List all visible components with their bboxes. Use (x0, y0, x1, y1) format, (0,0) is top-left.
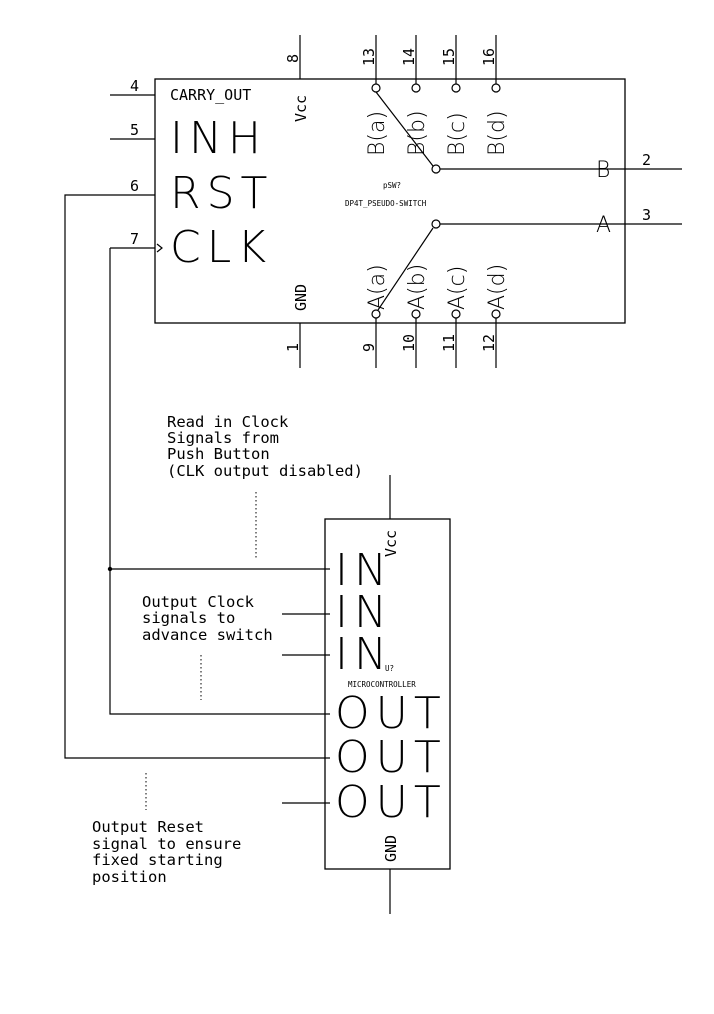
b-c-label: B(c) (445, 112, 470, 156)
b-d-label: B(d) (485, 110, 510, 156)
mcu-in2-label: IN (335, 587, 393, 638)
contact-b-d (491, 83, 501, 93)
rst-net-wire (64, 194, 330, 759)
pin-16-number: 16 (480, 48, 498, 66)
clk-net-wire (109, 248, 330, 715)
mcu-vcc-label: Vcc (382, 530, 400, 557)
switch-gnd-label: GND (292, 284, 310, 311)
pin-6-number: 6 (130, 177, 139, 195)
switch-value: DP4T_PSEUDO-SWITCH (345, 199, 427, 208)
clk-label: CLK (170, 222, 272, 273)
pin-10-number: 10 (400, 334, 418, 352)
a-wiper (377, 227, 434, 311)
b-wiper (375, 91, 434, 167)
a-d-label: A(d) (485, 264, 510, 310)
note-line: Push Button (167, 445, 270, 463)
pin-9-number: 9 (360, 343, 378, 352)
pin-13-number: 13 (360, 48, 378, 66)
mcu-out2-label: OUT (335, 732, 447, 783)
junction-dot (107, 566, 113, 572)
switch-ref: pSW? (383, 181, 401, 190)
note-read-clock: Read in Clock Signals from Push Button (… (167, 413, 363, 560)
pin-12-number: 12 (480, 334, 498, 352)
mcu-out3-label: OUT (335, 777, 447, 828)
pin-1-number: 1 (284, 343, 302, 352)
carry-out-label: CARRY_OUT (170, 86, 251, 104)
mcu-out1-label: OUT (335, 688, 447, 739)
contact-b-b (411, 83, 421, 93)
contact-a-c (451, 309, 461, 319)
contact-a-a (371, 309, 381, 319)
pin-8-number: 8 (284, 54, 302, 63)
contact-b-c (451, 83, 461, 93)
b-b-label: B(b) (405, 110, 430, 156)
clk-arrow-icon (156, 243, 163, 253)
pin-15-number: 15 (440, 48, 458, 66)
note-line: Read in Clock (167, 413, 289, 431)
pin-2-number: 2 (642, 151, 651, 169)
mcu-in3-label: IN (335, 629, 393, 680)
pin-14-number: 14 (400, 48, 418, 66)
note-output-clock: Output Clock signals to advance switch (142, 593, 273, 700)
note-line: Output Reset (92, 818, 204, 836)
b-common-label: B (596, 158, 610, 183)
pin-3-number: 3 (642, 206, 651, 224)
note-line: signals to (142, 609, 235, 627)
a-a-label: A(a) (365, 264, 390, 310)
mcu-gnd-label: GND (382, 835, 400, 862)
a-common-contact (431, 219, 441, 229)
contact-a-d (491, 309, 501, 319)
b-common-contact (431, 164, 441, 174)
a-common-label: A (596, 213, 611, 238)
switch-component: 4 5 6 7 CARRY_OUT INH RST CLK 8 Vcc 1 GN… (110, 35, 682, 368)
note-output-reset: Output Reset signal to ensure fixed star… (92, 773, 241, 886)
pin-4-number: 4 (130, 77, 139, 95)
a-b-label: A(b) (405, 264, 430, 310)
note-line: fixed starting (92, 851, 223, 869)
note-line: advance switch (142, 626, 273, 644)
pin-5-number: 5 (130, 121, 139, 139)
pin-11-number: 11 (440, 334, 458, 352)
contact-a-b (411, 309, 421, 319)
a-c-label: A(c) (445, 266, 470, 310)
switch-vcc-label: Vcc (292, 95, 310, 122)
note-line: Signals from (167, 429, 279, 447)
b-a-label: B(a) (365, 111, 390, 156)
microcontroller-component: Vcc GND IN IN IN U? MICROCONTROLLER OUT … (282, 475, 451, 914)
switch-body (154, 78, 626, 324)
contact-b-a (371, 83, 381, 93)
microcontroller-body (324, 518, 451, 870)
wires (64, 194, 330, 759)
rst-label: RST (170, 168, 273, 219)
mcu-in1-label: IN (335, 545, 393, 596)
note-line: signal to ensure (92, 835, 241, 853)
note-line: Output Clock (142, 593, 255, 611)
mcu-ref: U? (385, 664, 394, 673)
pin-7-number: 7 (130, 230, 139, 248)
mcu-value: MICROCONTROLLER (348, 680, 416, 689)
inh-label: INH (170, 113, 267, 164)
note-line: position (92, 868, 167, 886)
note-line: (CLK output disabled) (167, 462, 363, 480)
